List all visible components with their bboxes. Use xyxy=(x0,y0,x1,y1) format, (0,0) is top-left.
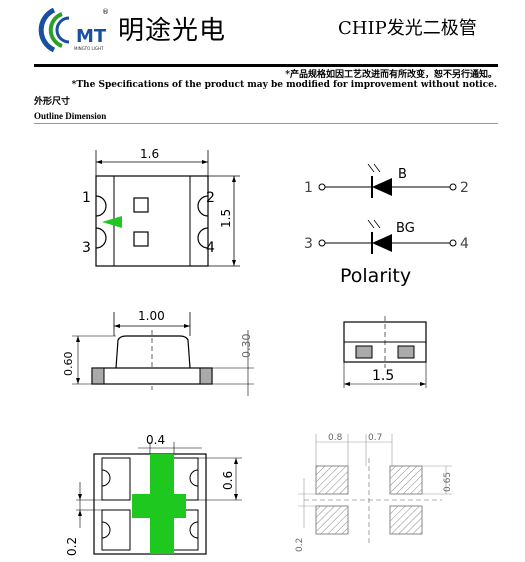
brand-sub: MINGTO LIGHT xyxy=(74,46,104,51)
polarity-schematic: 1 2 B 3 4 BG Polarity xyxy=(304,163,469,287)
land-pad-height-label: 0.65 xyxy=(443,472,453,492)
polarity-pin-3: 3 xyxy=(304,236,313,252)
end-view-drawing: 1.5 xyxy=(343,316,427,388)
side-body-label: 0.30 xyxy=(240,334,253,359)
top-height-label: 1.5 xyxy=(219,209,233,228)
notice-en: *The Specifications of the product may b… xyxy=(71,80,497,90)
product-title: CHIP发光二极管 xyxy=(338,18,477,39)
bottom-view-drawing: 0.4 0.6 0.2 xyxy=(65,433,242,556)
polarity-pin-4: 4 xyxy=(460,236,469,252)
polarity-pin-2: 2 xyxy=(460,180,469,196)
side-height-label: 0.60 xyxy=(62,352,75,377)
polarity-mark-icon xyxy=(102,216,122,228)
side-view-drawing: 1.00 0.60 0.30 xyxy=(62,309,254,396)
brand-name: 明途光电 xyxy=(118,16,227,46)
section-title-cn: 外形尺寸 xyxy=(34,97,71,107)
land-row-gap-label: 0.2 xyxy=(295,538,305,552)
land-pattern-drawing: 0.8 0.7 0.65 0.2 xyxy=(295,433,453,552)
top-view-drawing: 1.6 1 2 3 4 1.5 xyxy=(82,147,240,267)
top-width-label: 1.6 xyxy=(140,147,159,161)
section-divider xyxy=(34,123,498,124)
land-pad-width-label: 0.8 xyxy=(328,433,343,443)
polarity-color-2: BG xyxy=(396,221,415,236)
diode-icon xyxy=(372,234,392,252)
diode-icon xyxy=(372,178,392,196)
bottom-stripe-label: 0.4 xyxy=(146,433,165,447)
pin-label-3: 3 xyxy=(82,240,91,256)
logo-letters: MT xyxy=(76,26,107,47)
bottom-green-pad xyxy=(132,454,186,554)
end-width-label: 1.5 xyxy=(372,368,394,384)
bottom-pad-label: 0.6 xyxy=(221,471,235,490)
pin-label-1: 1 xyxy=(82,190,91,206)
polarity-color-1: B xyxy=(398,167,407,182)
registered-mark: ® xyxy=(102,8,109,16)
header-divider xyxy=(34,64,498,67)
polarity-pin-1: 1 xyxy=(304,180,313,196)
land-gap-label: 0.7 xyxy=(368,433,382,443)
pin-label-4: 4 xyxy=(206,240,215,256)
bottom-gap-label: 0.2 xyxy=(65,537,79,556)
polarity-label: Polarity xyxy=(340,265,411,287)
notice-cn: *产品规格如因工艺改进而有所改变，恕不另行通知。 xyxy=(285,70,497,80)
pin-label-2: 2 xyxy=(206,190,215,206)
side-dome-label: 1.00 xyxy=(138,309,165,323)
section-title-en: Outline Dimension xyxy=(34,111,107,121)
logo: MT ® xyxy=(36,4,116,56)
